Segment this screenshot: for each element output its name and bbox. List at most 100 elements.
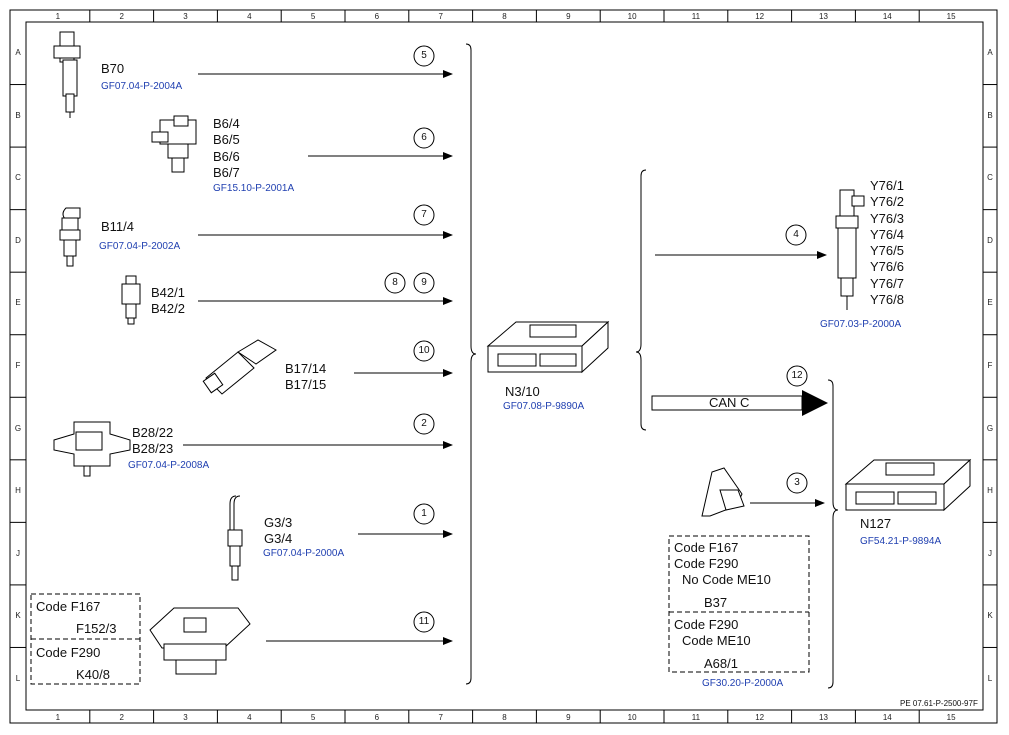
camshaft-sensor-icon <box>151 115 197 173</box>
grid-row-left-A: A <box>15 48 21 58</box>
intake-air-sensor-icon <box>202 339 277 395</box>
g3-4-label: G3/4 <box>264 531 293 547</box>
grid-row-right-C: C <box>987 173 993 183</box>
grid-col-top-4: 4 <box>247 12 252 21</box>
grid-col-top-13: 13 <box>819 12 828 21</box>
relay-code-f167: Code F167 <box>36 599 101 614</box>
pedal-code-f290: Code F290 <box>674 556 739 571</box>
grid-row-left-H: H <box>15 486 21 496</box>
grid-col-top-2: 2 <box>119 12 124 21</box>
grid-col-top-3: 3 <box>183 12 188 21</box>
pedal-code-f167: Code F167 <box>674 540 739 555</box>
b28-23-label: B28/23 <box>132 441 174 457</box>
b11-ref-link[interactable]: GF07.04-P-2002A <box>99 241 181 252</box>
can-c-label: CAN C <box>709 395 750 410</box>
pedal-ref-link[interactable]: GF30.20-P-2000A <box>702 678 784 689</box>
y76-1-label: Y76/1 <box>870 178 904 193</box>
b70-ref-link[interactable]: GF07.04-P-2004A <box>101 81 183 92</box>
circle-1: 1 <box>421 508 427 519</box>
y76-7-label: Y76/7 <box>870 275 904 291</box>
b70-label: B70 <box>101 61 125 76</box>
pedal-code-box <box>668 535 810 673</box>
grid-col-top-9: 9 <box>566 12 571 21</box>
grid-col-top-5: 5 <box>310 12 316 21</box>
n127-ref-link[interactable]: GF54.21-P-9894A <box>860 536 942 547</box>
relay-f152-3-label: F152/3 <box>76 621 117 636</box>
b28-22-label: B28/22 <box>132 425 174 440</box>
grid-row-right-E: E <box>987 298 993 308</box>
b17-14-label: B17/14 <box>285 361 327 376</box>
grid-row-right-G: G <box>986 423 994 433</box>
circle-10: 10 <box>418 345 430 356</box>
grid-row-left-C: C <box>15 173 21 183</box>
circle-4: 4 <box>793 229 799 240</box>
fuel-injector-icon <box>835 189 865 310</box>
grid-row-left-D: D <box>15 235 21 245</box>
b37-label: B37 <box>704 595 728 610</box>
accelerator-pedal-icon <box>701 467 745 517</box>
grid-col-bottom-13: 13 <box>819 713 828 722</box>
grid-col-bottom-6: 6 <box>374 713 380 722</box>
document-id: PE 07.61-P-2500-97F <box>900 699 978 708</box>
g3-ref-link[interactable]: GF07.04-P-2000A <box>263 548 345 559</box>
grid-row-left-L: L <box>15 673 21 683</box>
coolant-temp-sensor-icon <box>59 207 81 267</box>
a68-1-label: A68/1 <box>704 656 738 671</box>
grid-col-top-12: 12 <box>755 12 765 21</box>
pedal-code-f290-2: Code F290 <box>674 617 739 632</box>
grid-row-right-B: B <box>987 110 993 120</box>
injector-labels: Y76/1 Y76/2 Y76/3 Y76/4 Y76/5 Y76/6 Y76/… <box>870 178 904 308</box>
circle-9: 9 <box>421 277 427 288</box>
grid-col-bottom-15: 15 <box>946 713 956 722</box>
b17-15-label: B17/15 <box>285 377 327 393</box>
b42-1-label: B42/1 <box>151 285 185 300</box>
y76-8-label: Y76/8 <box>870 292 904 308</box>
grid-col-top-14: 14 <box>882 12 892 21</box>
grid-row-right-K: K <box>987 611 993 621</box>
circle-2: 2 <box>421 418 427 429</box>
b6-5-label: B6/5 <box>213 132 240 148</box>
grid-col-top-8: 8 <box>502 12 507 21</box>
right-bracket-upper <box>635 169 647 431</box>
grid-row-right-A: A <box>987 48 993 58</box>
y76-6-label: Y76/6 <box>870 259 904 275</box>
grid-col-top-1: 1 <box>55 12 61 21</box>
powertrain-control-unit-icon <box>844 458 972 512</box>
y76-5-label: Y76/5 <box>870 243 904 259</box>
grid-row-right-D: D <box>987 235 993 245</box>
grid-row-left-F: F <box>15 361 21 370</box>
grid-col-top-11: 11 <box>691 12 701 21</box>
grid-row-left-K: K <box>15 611 21 621</box>
g3-3-label: G3/3 <box>264 515 293 530</box>
grid-col-top-7: 7 <box>438 12 443 21</box>
n3-10-ref-link[interactable]: GF07.08-P-9890A <box>503 401 585 412</box>
grid-row-right-J: J <box>988 548 992 558</box>
relay-module-icon <box>149 607 251 675</box>
grid-col-bottom-2: 2 <box>119 713 124 722</box>
b28-ref-link[interactable]: GF07.04-P-2008A <box>128 460 210 471</box>
y76-2-label: Y76/2 <box>870 194 904 210</box>
grid-col-bottom-11: 11 <box>691 713 701 722</box>
g3-labels: G3/3 G3/4 <box>264 515 292 548</box>
b42-2-label: B42/2 <box>151 301 185 317</box>
n127-label: N127 <box>860 516 892 531</box>
b17-labels: B17/14 B17/15 <box>285 361 326 394</box>
crankshaft-sensor-icon <box>53 31 81 118</box>
knock-sensor-icon <box>121 275 141 325</box>
grid-row-right-L: L <box>987 673 993 683</box>
n3-10-label: N3/10 <box>505 384 540 399</box>
relay-k40-8-label: K40/8 <box>76 667 110 682</box>
b6-6-label: B6/6 <box>213 148 240 164</box>
relay-code-f290: Code F290 <box>36 645 101 660</box>
b6-ref-link[interactable]: GF15.10-P-2001A <box>213 183 295 194</box>
grid-col-bottom-9: 9 <box>566 713 571 722</box>
grid-row-left-B: B <box>15 110 21 120</box>
injector-ref-link[interactable]: GF07.03-P-2000A <box>820 319 902 330</box>
grid-col-top-15: 15 <box>946 12 956 21</box>
circle-12: 12 <box>791 370 803 381</box>
left-bracket <box>465 43 477 685</box>
grid-col-bottom-1: 1 <box>55 713 61 722</box>
grid-row-left-E: E <box>15 298 21 308</box>
y76-4-label: Y76/4 <box>870 226 904 242</box>
b28-labels: B28/22 B28/23 <box>132 425 173 458</box>
